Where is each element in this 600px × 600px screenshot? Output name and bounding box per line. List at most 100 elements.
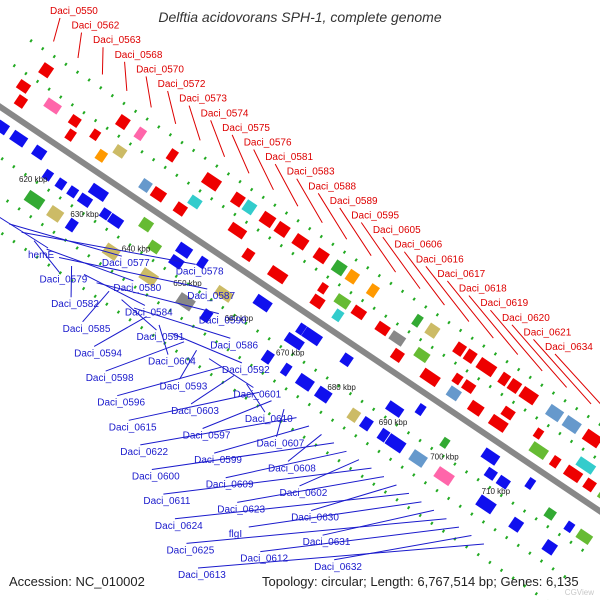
leader-reverse bbox=[121, 299, 157, 331]
gene-label-reverse: Daci_0579 bbox=[40, 275, 88, 286]
gene-block-66 bbox=[31, 144, 48, 161]
kbp-tick-label: 620 kbp bbox=[19, 175, 48, 184]
gene-label-reverse: Daci_0611 bbox=[143, 496, 191, 507]
leader-reverse bbox=[96, 282, 219, 315]
gene-block-86 bbox=[213, 284, 234, 303]
gene-block-10 bbox=[389, 347, 405, 364]
gene-block-68 bbox=[138, 216, 155, 233]
gene-block-55 bbox=[452, 341, 468, 357]
gene-block-24 bbox=[112, 144, 128, 159]
leader-reverse bbox=[186, 518, 447, 544]
gene-label-reverse: Daci_0607 bbox=[256, 439, 304, 450]
gene-block-60 bbox=[518, 386, 540, 406]
gene-label-reverse: Daci_0609 bbox=[206, 480, 254, 491]
gene-block-84 bbox=[146, 239, 163, 255]
gene-block-43 bbox=[200, 171, 223, 192]
gene-block-27 bbox=[317, 282, 329, 295]
leader-reverse bbox=[299, 459, 360, 487]
gene-block-35 bbox=[500, 405, 516, 421]
gene-block-80 bbox=[66, 185, 80, 199]
leader-reverse bbox=[214, 425, 310, 454]
kbp-tick-label: 690 kbp bbox=[379, 418, 408, 427]
gene-block-29 bbox=[350, 304, 368, 321]
gene-block-62 bbox=[561, 415, 582, 435]
kbp-tick-label: 670 kbp bbox=[276, 349, 305, 358]
leader-forward bbox=[210, 120, 226, 158]
gene-block-92 bbox=[543, 507, 557, 521]
gene-block-94 bbox=[575, 528, 594, 546]
gene-block-83 bbox=[106, 212, 125, 229]
leader-reverse bbox=[133, 307, 231, 339]
kbp-tick-label: 680 kbp bbox=[327, 383, 356, 392]
gene-block-72 bbox=[295, 322, 308, 336]
leader-reverse bbox=[33, 240, 60, 273]
leader-reverse bbox=[82, 290, 110, 323]
gene-label-forward: Daci_0570 bbox=[136, 64, 184, 75]
gene-label-forward: Daci_0583 bbox=[287, 167, 335, 178]
leader-forward bbox=[188, 105, 201, 141]
gene-label-reverse: Daci_0587 bbox=[187, 291, 235, 302]
gene-label-reverse: Daci_0586 bbox=[210, 340, 258, 351]
leader-reverse bbox=[287, 434, 322, 462]
gene-label-forward: Daci_0581 bbox=[265, 152, 313, 163]
gene-block-51 bbox=[344, 268, 361, 285]
gene-block-36 bbox=[532, 427, 545, 440]
gene-block-13 bbox=[466, 399, 485, 417]
gene-label-reverse: Daci_0590 bbox=[199, 316, 247, 327]
leader-reverse bbox=[0, 216, 49, 249]
watermark: CGView bbox=[564, 588, 594, 597]
gene-block-77 bbox=[524, 476, 537, 491]
leader-reverse bbox=[46, 248, 134, 282]
leader-forward bbox=[533, 339, 592, 405]
gene-block-113 bbox=[433, 466, 455, 487]
leader-reverse bbox=[174, 492, 410, 520]
gene-label-forward: Daci_0617 bbox=[437, 269, 485, 280]
gene-block-32 bbox=[413, 346, 431, 364]
leader-forward bbox=[403, 251, 445, 306]
gene-label-reverse: Daci_0600 bbox=[132, 472, 180, 483]
gene-block-47 bbox=[273, 220, 291, 238]
gene-block-103 bbox=[199, 308, 214, 324]
gene-label-reverse: Daci_0622 bbox=[120, 447, 168, 458]
gene-block-106 bbox=[294, 372, 315, 392]
gene-label-forward: Daci_0576 bbox=[244, 137, 292, 148]
leader-forward bbox=[490, 309, 543, 372]
gene-label-reverse: Daci_0602 bbox=[280, 488, 328, 499]
gene-block-14 bbox=[487, 413, 509, 433]
gene-block-69 bbox=[174, 241, 194, 259]
gene-label-reverse: Daci_0610 bbox=[245, 414, 293, 425]
leader-reverse bbox=[190, 375, 235, 405]
gene-block-53 bbox=[411, 313, 424, 328]
gene-block-5 bbox=[172, 201, 189, 217]
gene-label-forward: Daci_0562 bbox=[72, 21, 120, 32]
gene-label-reverse: Daci_0593 bbox=[160, 381, 208, 392]
leader-reverse bbox=[83, 273, 146, 306]
kbp-tick-label: 640 kbp bbox=[122, 245, 151, 254]
gene-block-22 bbox=[67, 113, 82, 129]
gene-block-58 bbox=[497, 371, 512, 387]
gene-block-76 bbox=[480, 447, 501, 466]
leader-reverse bbox=[260, 526, 460, 553]
gene-label-reverse: Daci_0608 bbox=[268, 463, 316, 474]
gene-block-89 bbox=[439, 436, 451, 449]
gene-label-forward: Daci_0550 bbox=[50, 6, 98, 17]
gene-block-67 bbox=[87, 182, 110, 203]
gene-block-7 bbox=[266, 264, 289, 285]
kbp-tick-label: 660 kbp bbox=[225, 314, 254, 323]
gene-label-reverse: Daci_0612 bbox=[240, 554, 288, 565]
gene-label-reverse: Daci_0625 bbox=[166, 545, 214, 556]
gene-block-93 bbox=[563, 520, 576, 534]
gene-label-forward: Daci_0572 bbox=[158, 79, 206, 90]
gene-label-forward: Daci_0588 bbox=[308, 181, 356, 192]
leader-reverse bbox=[246, 383, 266, 413]
gene-block-15 bbox=[528, 441, 550, 461]
gene-block-50 bbox=[330, 259, 348, 277]
gene-label-reverse: Daci_0592 bbox=[222, 365, 270, 376]
gene-block-48 bbox=[291, 232, 310, 251]
gene-block-25 bbox=[187, 194, 203, 210]
gene-label-reverse: Daci_0623 bbox=[217, 504, 265, 515]
gene-label-reverse: Daci_0582 bbox=[51, 299, 99, 310]
gene-block-57 bbox=[475, 357, 498, 378]
gene-block-3 bbox=[138, 178, 153, 193]
